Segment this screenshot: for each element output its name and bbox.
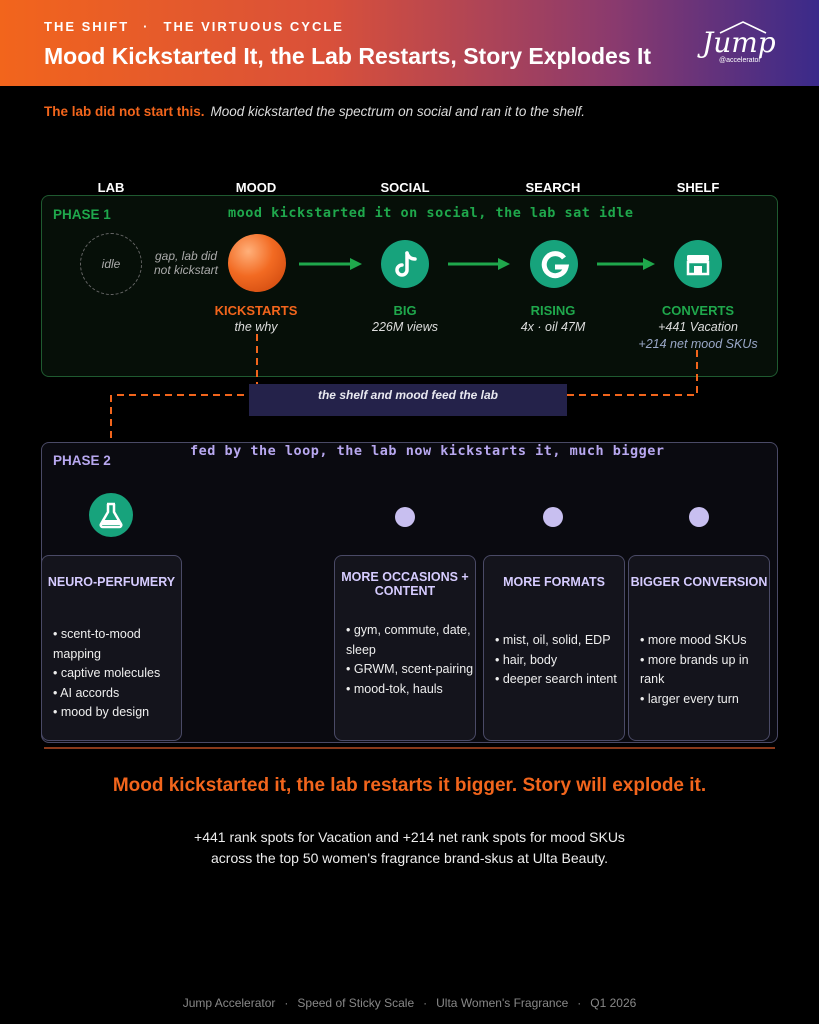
gap-note-line2: not kickstart bbox=[153, 263, 219, 277]
search-node-title: RISING bbox=[530, 303, 576, 318]
column-mood: MOOD bbox=[235, 180, 277, 195]
list-item: deeper search intent bbox=[495, 670, 624, 690]
list-item: larger every turn bbox=[640, 690, 769, 710]
list-item: gym, commute, date, sleep bbox=[346, 621, 475, 660]
feed-banner bbox=[249, 384, 567, 416]
list-item: GRWM, scent-pairing bbox=[346, 660, 475, 680]
list-item: more mood SKUs bbox=[640, 631, 769, 651]
phase1-label: PHASE 1 bbox=[53, 207, 111, 222]
list-item: captive molecules bbox=[53, 664, 181, 684]
mood-node-title: KICKSTARTS bbox=[214, 303, 298, 318]
google-icon bbox=[541, 251, 570, 279]
card-list: more mood SKUs more brands up in rank la… bbox=[640, 631, 769, 709]
list-item: mood by design bbox=[53, 703, 181, 723]
tiktok-icon bbox=[395, 251, 417, 277]
list-item: more brands up in rank bbox=[640, 651, 769, 690]
card-title: BIGGER CONVERSION bbox=[630, 575, 768, 589]
card-list: mist, oil, solid, EDP hair, body deeper … bbox=[495, 631, 624, 690]
header-kicker: THE SHIFT · THE VIRTUOUS CYCLE bbox=[44, 19, 344, 34]
social-node bbox=[381, 240, 429, 288]
kicker-left: THE SHIFT bbox=[44, 19, 130, 34]
page-title: Mood Kickstarted It, the Lab Restarts, S… bbox=[44, 43, 652, 69]
gap-note-line1: gap, lab did bbox=[154, 249, 218, 263]
social-node-title: BIG bbox=[393, 303, 417, 318]
column-lab: LAB bbox=[97, 180, 125, 195]
footer: Jump Accelerator·Speed of Sticky Scale·U… bbox=[182, 996, 637, 1010]
section-divider bbox=[44, 747, 775, 749]
card-list: scent-to-mood mapping captive molecules … bbox=[53, 625, 181, 723]
footer-item: Q1 2026 bbox=[590, 996, 637, 1010]
lead-bold: The lab did not start this. bbox=[44, 104, 205, 119]
lab-node bbox=[89, 493, 133, 537]
logo-subtext: @accelerator bbox=[719, 57, 761, 64]
footer-item: Speed of Sticky Scale bbox=[297, 996, 415, 1010]
header-banner bbox=[0, 0, 819, 86]
occasions-node bbox=[395, 507, 415, 527]
stat-line2: across the top 50 women's fragrance bran… bbox=[211, 850, 608, 866]
stat-line1: +441 rank spots for Vacation and +214 ne… bbox=[194, 829, 625, 845]
mood-node-sub: the why bbox=[234, 320, 278, 334]
lab-idle-circle bbox=[80, 233, 142, 295]
card-bigger-conversion: BIGGER CONVERSION more mood SKUs more br… bbox=[628, 555, 770, 741]
house-logo-icon bbox=[719, 21, 767, 34]
card-title: MORE FORMATS bbox=[503, 575, 605, 589]
list-item: hair, body bbox=[495, 651, 624, 671]
shelf-node-title: CONVERTS bbox=[661, 303, 735, 318]
column-social: SOCIAL bbox=[380, 180, 430, 195]
storefront-icon bbox=[686, 255, 710, 276]
card-title: MORE OCCASIONS + CONTENT bbox=[341, 570, 469, 598]
list-item: mist, oil, solid, EDP bbox=[495, 631, 624, 651]
mood-orb bbox=[228, 234, 286, 292]
phase2-caption: fed by the loop, the lab now kickstarts … bbox=[190, 443, 665, 459]
phase2-label: PHASE 2 bbox=[53, 453, 111, 468]
list-item: mood-tok, hauls bbox=[346, 680, 475, 700]
gap-note: gap, lab did not kickstart bbox=[144, 249, 228, 277]
shelf-node-sub2: +214 net mood SKUs bbox=[638, 337, 758, 351]
shelf-node bbox=[674, 240, 722, 288]
card-title: NEURO-PERFUMERY bbox=[47, 575, 176, 589]
card-neuro-perfumery: NEURO-PERFUMERY scent-to-mood mapping ca… bbox=[41, 555, 182, 741]
kicker-separator: · bbox=[143, 19, 150, 34]
card-list: gym, commute, date, sleep GRWM, scent-pa… bbox=[346, 621, 475, 699]
kicker-right: THE VIRTUOUS CYCLE bbox=[163, 19, 344, 34]
stat-text: +441 rank spots for Vacation and +214 ne… bbox=[0, 827, 819, 869]
card-more-formats: MORE FORMATS mist, oil, solid, EDP hair,… bbox=[483, 555, 625, 741]
conclusion-headline: Mood kickstarted it, the lab restarts it… bbox=[112, 775, 707, 796]
lead-text: The lab did not start this. Mood kickstar… bbox=[44, 104, 585, 119]
conversion-node bbox=[689, 507, 709, 527]
column-shelf: SHELF bbox=[676, 180, 720, 195]
flask-icon bbox=[99, 502, 123, 529]
shelf-node-sub: +441 Vacation bbox=[658, 320, 738, 334]
list-item: scent-to-mood mapping bbox=[53, 625, 181, 664]
logo-wordmark: Jump bbox=[702, 26, 776, 59]
footer-item: Ulta Women's Fragrance bbox=[436, 996, 569, 1010]
lead-italic: Mood kickstarted the spectrum on social … bbox=[210, 104, 585, 119]
footer-item: Jump Accelerator bbox=[182, 996, 276, 1010]
list-item: AI accords bbox=[53, 684, 181, 704]
card-more-occasions: MORE OCCASIONS + CONTENT gym, commute, d… bbox=[334, 555, 476, 741]
search-node bbox=[530, 240, 578, 288]
phase1-caption: mood kickstarted it on social, the lab s… bbox=[228, 205, 634, 221]
column-search: SEARCH bbox=[525, 180, 581, 195]
search-node-sub: 4x · oil 47M bbox=[520, 320, 586, 334]
social-node-sub: 226M views bbox=[372, 320, 438, 334]
lab-idle-text: idle bbox=[101, 257, 121, 271]
feed-text: the shelf and mood feed the lab bbox=[317, 388, 499, 402]
formats-node bbox=[543, 507, 563, 527]
